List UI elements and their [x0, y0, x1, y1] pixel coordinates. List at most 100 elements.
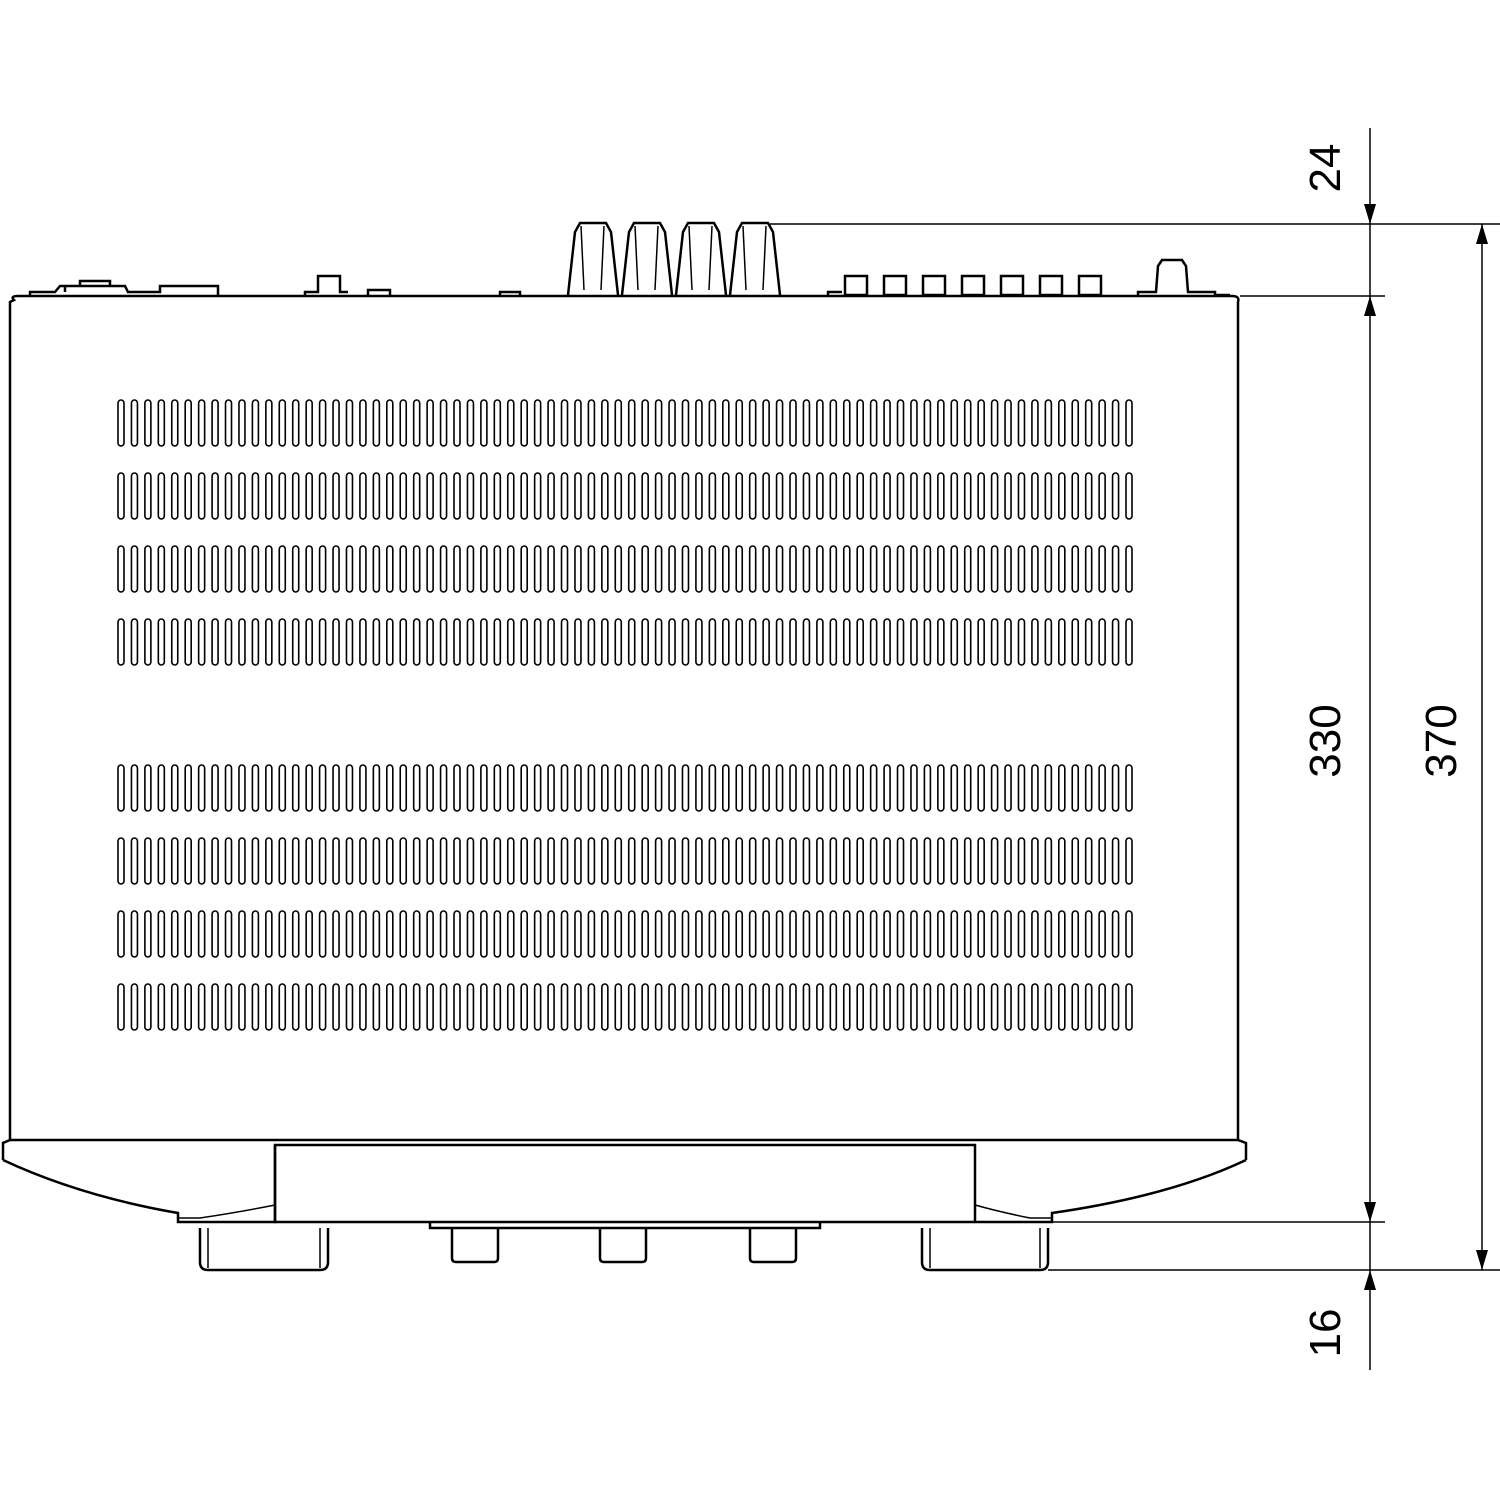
vent-slot: [533, 910, 542, 958]
vent-slot: [668, 618, 676, 666]
vent-slot: [506, 764, 515, 812]
vent-slot: [950, 983, 959, 1031]
vent-slot: [708, 472, 717, 520]
vent-slot: [842, 837, 851, 885]
vent-slot: [869, 910, 878, 958]
vent-slot: [197, 399, 206, 447]
vent-slot: [654, 837, 663, 885]
vent-slot: [291, 983, 300, 1031]
vent-slot: [681, 764, 690, 812]
vent-slot: [439, 983, 448, 1031]
vent-slot: [197, 983, 206, 1031]
vent-slot: [466, 983, 475, 1031]
vent-slot: [842, 764, 851, 812]
vent-slot: [533, 837, 542, 885]
vent-slot: [910, 910, 918, 958]
vent-slot: [695, 910, 703, 958]
vent-slot: [574, 545, 582, 593]
vent-slot: [735, 618, 744, 666]
vent-slot: [117, 910, 125, 958]
vent-slot: [305, 472, 313, 520]
vent-slot: [963, 618, 972, 666]
vent-slot: [614, 764, 623, 812]
vent-slot: [372, 983, 381, 1031]
vent-slot: [265, 618, 273, 666]
vent-slot: [883, 983, 891, 1031]
vent-slot: [184, 837, 192, 885]
vent-slot: [305, 910, 313, 958]
vent-slot: [332, 837, 340, 885]
vent-slot: [708, 910, 717, 958]
vent-slot: [278, 472, 287, 520]
vent-slot: [533, 618, 542, 666]
vent-slot: [506, 837, 515, 885]
vent-slot: [520, 472, 529, 520]
vent-slot: [278, 837, 287, 885]
vent-slot: [372, 472, 381, 520]
vent-slot: [170, 545, 179, 593]
vent-slot: [695, 983, 703, 1031]
vent-slot: [1017, 764, 1026, 812]
vent-slot: [601, 983, 609, 1031]
vent-slot: [937, 983, 945, 1031]
vent-slot: [829, 618, 838, 666]
vent-slot: [1071, 764, 1080, 812]
vent-slot: [412, 910, 421, 958]
vent-slot: [265, 983, 273, 1031]
vent-slot: [412, 837, 421, 885]
vent-slot: [654, 399, 663, 447]
vent-slot: [547, 399, 555, 447]
vent-slot: [1084, 910, 1093, 958]
vent-slot: [654, 618, 663, 666]
vent-slot: [762, 618, 770, 666]
vent-slot: [238, 910, 246, 958]
vent-slot: [748, 837, 757, 885]
vent-slot: [305, 837, 313, 885]
vent-slot: [762, 472, 770, 520]
vent-slot: [802, 618, 811, 666]
vent-slot: [937, 399, 945, 447]
vent-slot: [291, 764, 300, 812]
vent-slot: [439, 472, 448, 520]
vent-slot: [399, 764, 408, 812]
vent-slot: [977, 837, 985, 885]
vent-slot: [641, 837, 649, 885]
vent-slot: [789, 837, 797, 885]
vent-slot: [520, 399, 529, 447]
vent-slot: [412, 399, 421, 447]
vent-slot: [1084, 472, 1093, 520]
vent-slot: [1031, 545, 1039, 593]
vent-slot: [990, 472, 999, 520]
vent-slot: [399, 472, 408, 520]
vent-slot: [1111, 983, 1120, 1031]
front-panel: [2, 1143, 1247, 1230]
vent-slot: [1017, 618, 1026, 666]
vent-slot: [668, 837, 676, 885]
dim-label-370: 370: [1417, 704, 1466, 777]
vent-slot: [802, 910, 811, 958]
vent-slot: [224, 618, 233, 666]
vent-slot: [721, 764, 730, 812]
vent-slot: [211, 472, 219, 520]
vent-slot: [197, 910, 206, 958]
vent-slot: [130, 837, 139, 885]
vent-slot: [359, 618, 367, 666]
vent-slot: [265, 472, 273, 520]
vent-slot: [614, 472, 623, 520]
vent-slot: [493, 983, 502, 1031]
vent-slot: [318, 764, 327, 812]
vent-slot: [802, 472, 811, 520]
vent-slot: [385, 618, 394, 666]
vent-slot: [385, 545, 394, 593]
vent-slot: [695, 837, 703, 885]
vent-slot: [668, 399, 676, 447]
vent-slot: [278, 764, 287, 812]
vent-slot: [493, 545, 502, 593]
vent-slot: [1071, 837, 1080, 885]
vent-slot: [883, 399, 891, 447]
vent-slot: [332, 399, 340, 447]
vent-slot: [265, 399, 273, 447]
vent-slot: [681, 618, 690, 666]
vent-slot: [359, 399, 367, 447]
vent-slot: [748, 910, 757, 958]
